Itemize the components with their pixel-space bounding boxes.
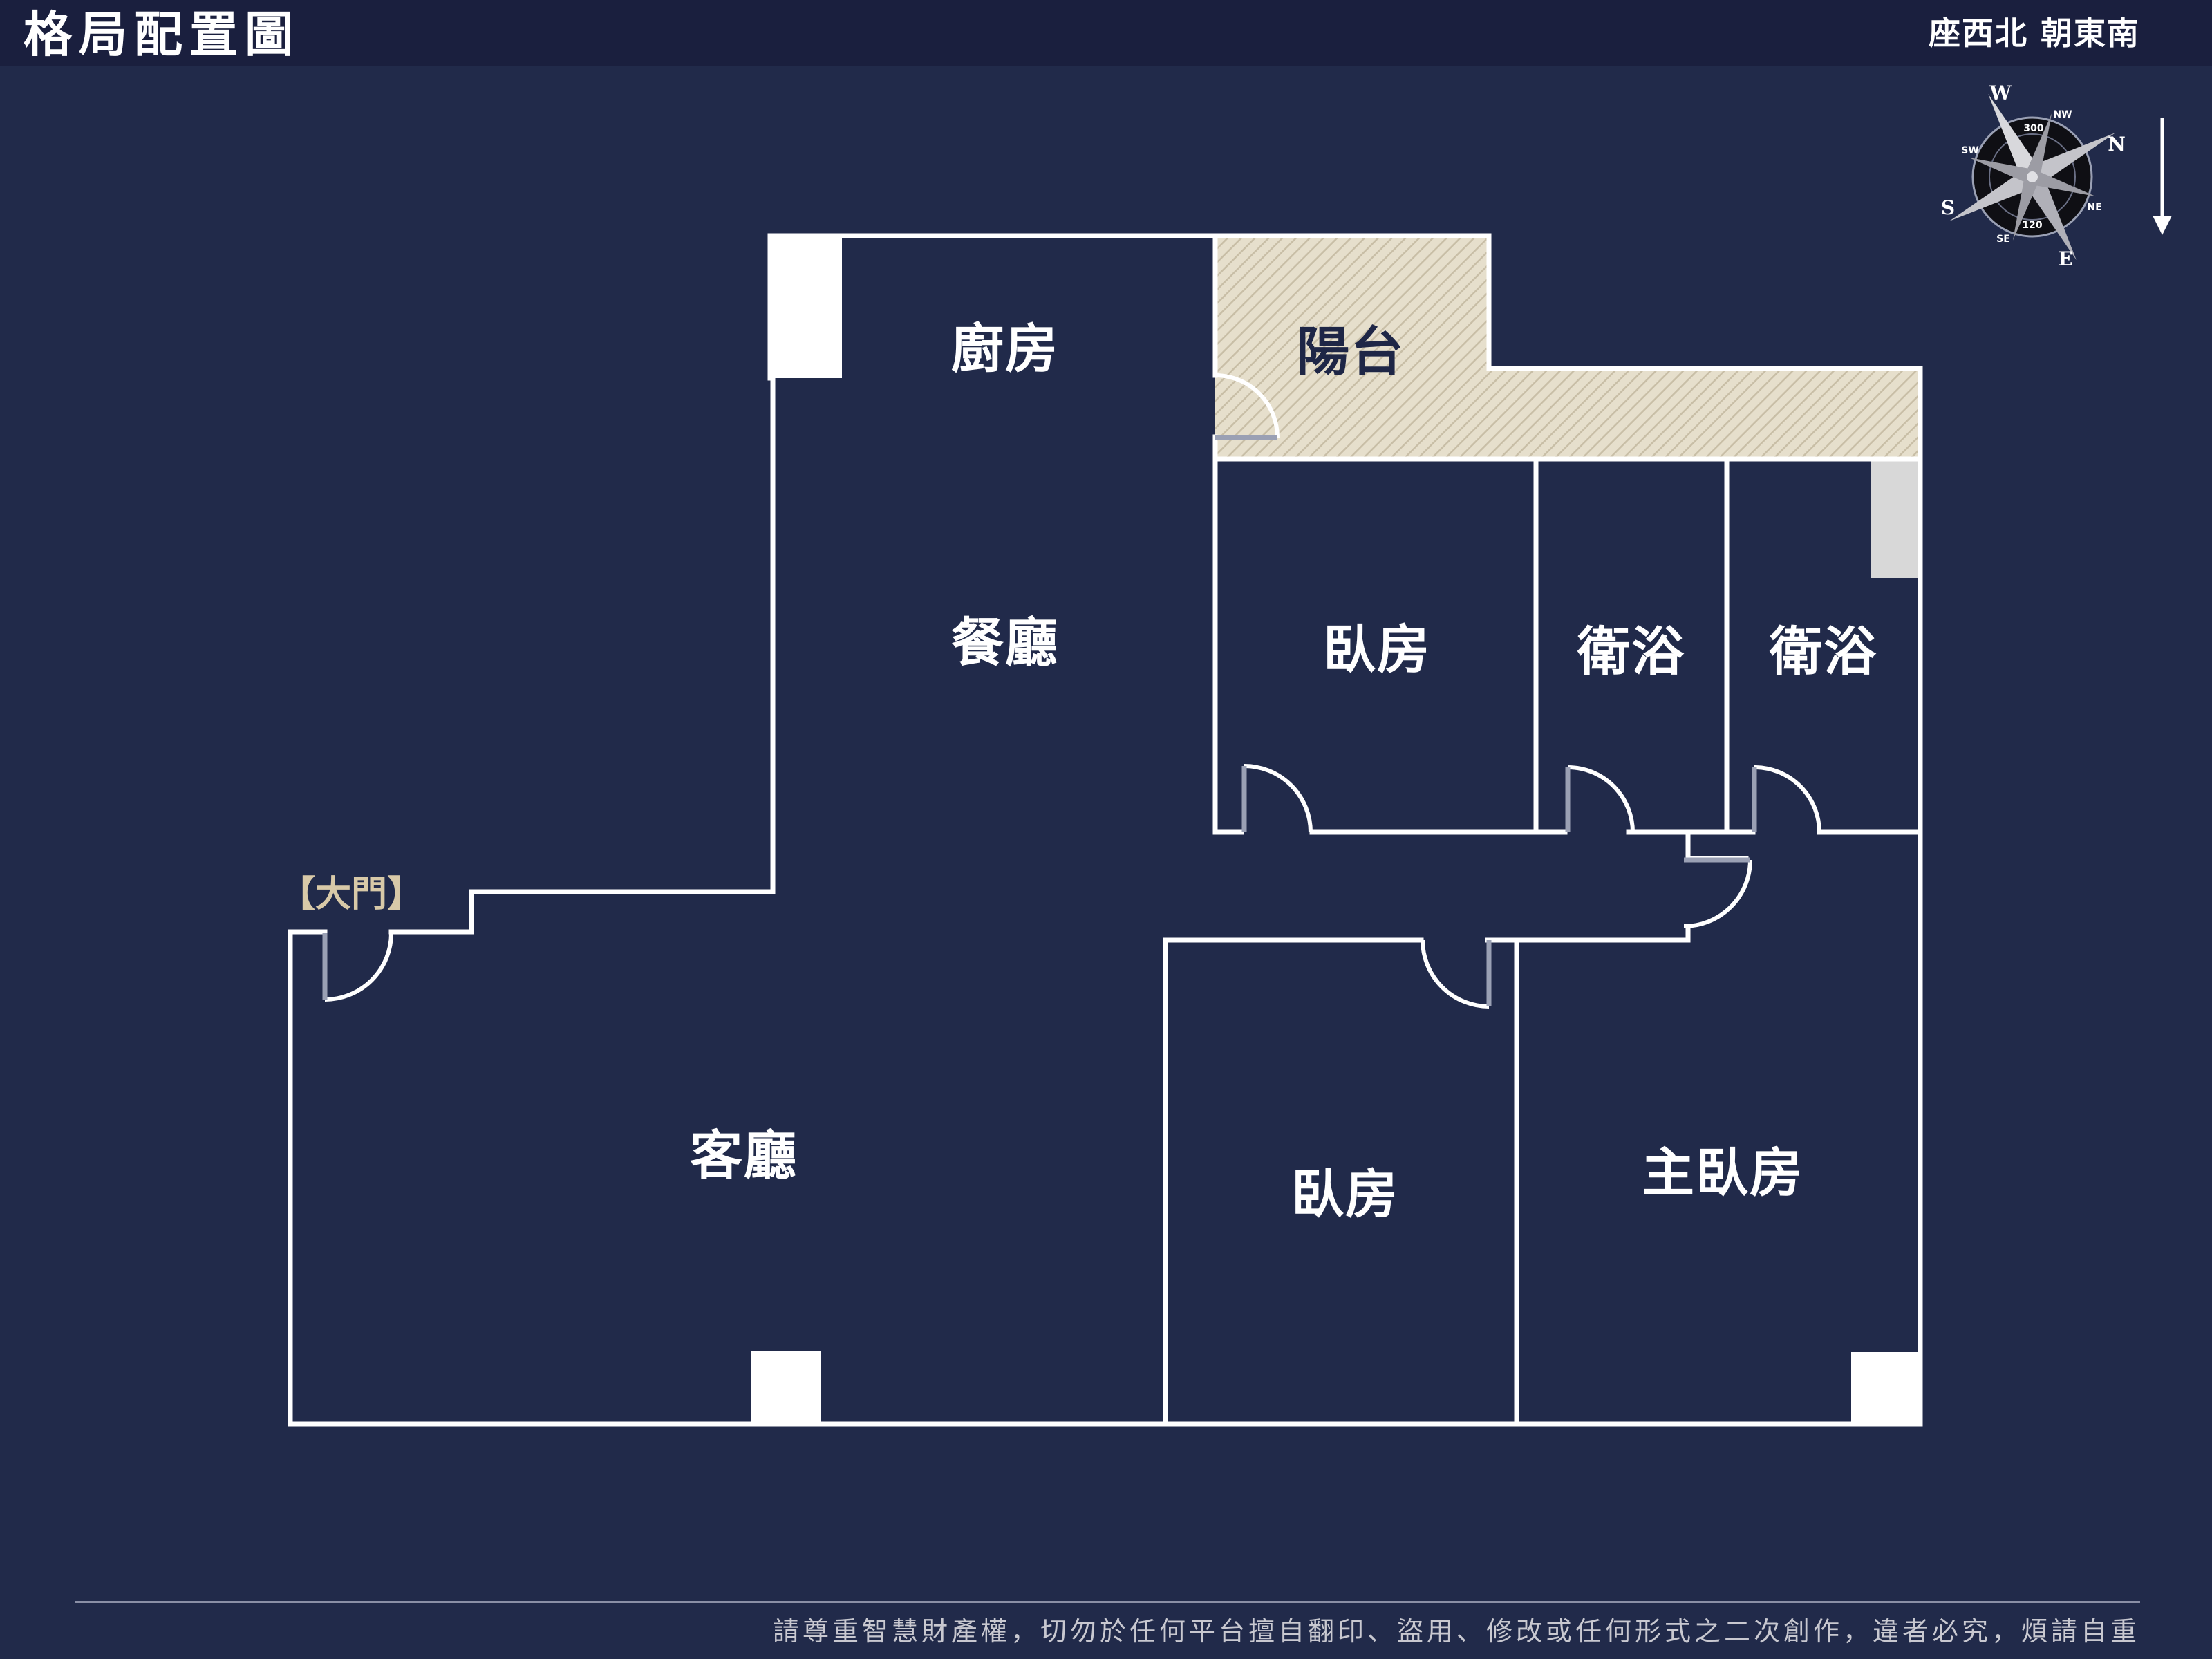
corridor-door — [1683, 859, 1752, 928]
compass-minor-labels: NW SW NE SE 300 120 — [1961, 109, 2101, 245]
room-label-living: 客廳 — [690, 1125, 798, 1186]
page-title: 格局配置圖 — [24, 6, 300, 63]
room-label-bedroom-bottom: 臥房 — [1291, 1163, 1399, 1225]
doors — [324, 373, 1821, 1009]
compass-s: S — [1941, 196, 1955, 219]
footer-divider — [75, 1601, 2140, 1603]
compass-se: SE — [1996, 234, 2010, 245]
room-label-master-bedroom: 主臥房 — [1642, 1142, 1803, 1203]
room-label-balcony: 陽台 — [1297, 321, 1405, 382]
room-label-bedroom-top: 臥房 — [1323, 619, 1431, 680]
orientation-label: 座西北 朝東南 — [1928, 15, 2140, 52]
down-arrow-icon — [2153, 118, 2172, 235]
entrance-door — [324, 932, 393, 1002]
compass-n: N — [2108, 133, 2126, 156]
compass-w: W — [1989, 82, 2012, 104]
compass-nw: NW — [2053, 109, 2072, 120]
room-label-bath-2: 衛浴 — [1770, 621, 1877, 682]
compass-e: E — [2058, 247, 2072, 270]
compass-rose — [1949, 93, 2116, 261]
pillar-bottom-left — [751, 1351, 821, 1424]
bath-fixture — [1871, 459, 1919, 578]
bedroom-top-door — [1244, 764, 1313, 833]
compass-letters: W N S E — [1941, 82, 2126, 270]
walls — [288, 233, 1923, 1427]
copyright-notice: 請尊重智慧財產權，切勿於任何平台擅自翻印、盜用、修改或任何形式之二次創作，違者必… — [772, 1616, 2140, 1647]
compass-ne: NE — [2087, 202, 2101, 213]
bath-2-door — [1754, 765, 1821, 833]
compass-sw: SW — [1961, 145, 1979, 156]
pillar-top-left — [770, 234, 842, 378]
pillar-bottom-right — [1851, 1352, 1922, 1424]
balcony-area — [1215, 237, 1919, 458]
compass-120: 120 — [2022, 220, 2042, 231]
room-label-bath-1: 衛浴 — [1577, 621, 1685, 682]
room-label-kitchen: 廚房 — [951, 318, 1059, 379]
bedroom-bottom-door — [1421, 939, 1490, 1009]
entrance-label: 【大門】 — [279, 874, 424, 915]
header-bar — [0, 0, 2212, 66]
kitchen-door — [1215, 373, 1280, 438]
compass-300: 300 — [2023, 123, 2043, 134]
room-label-dining: 餐廳 — [951, 612, 1059, 673]
door-leaves — [322, 435, 1757, 1006]
bath-1-door — [1567, 765, 1635, 833]
